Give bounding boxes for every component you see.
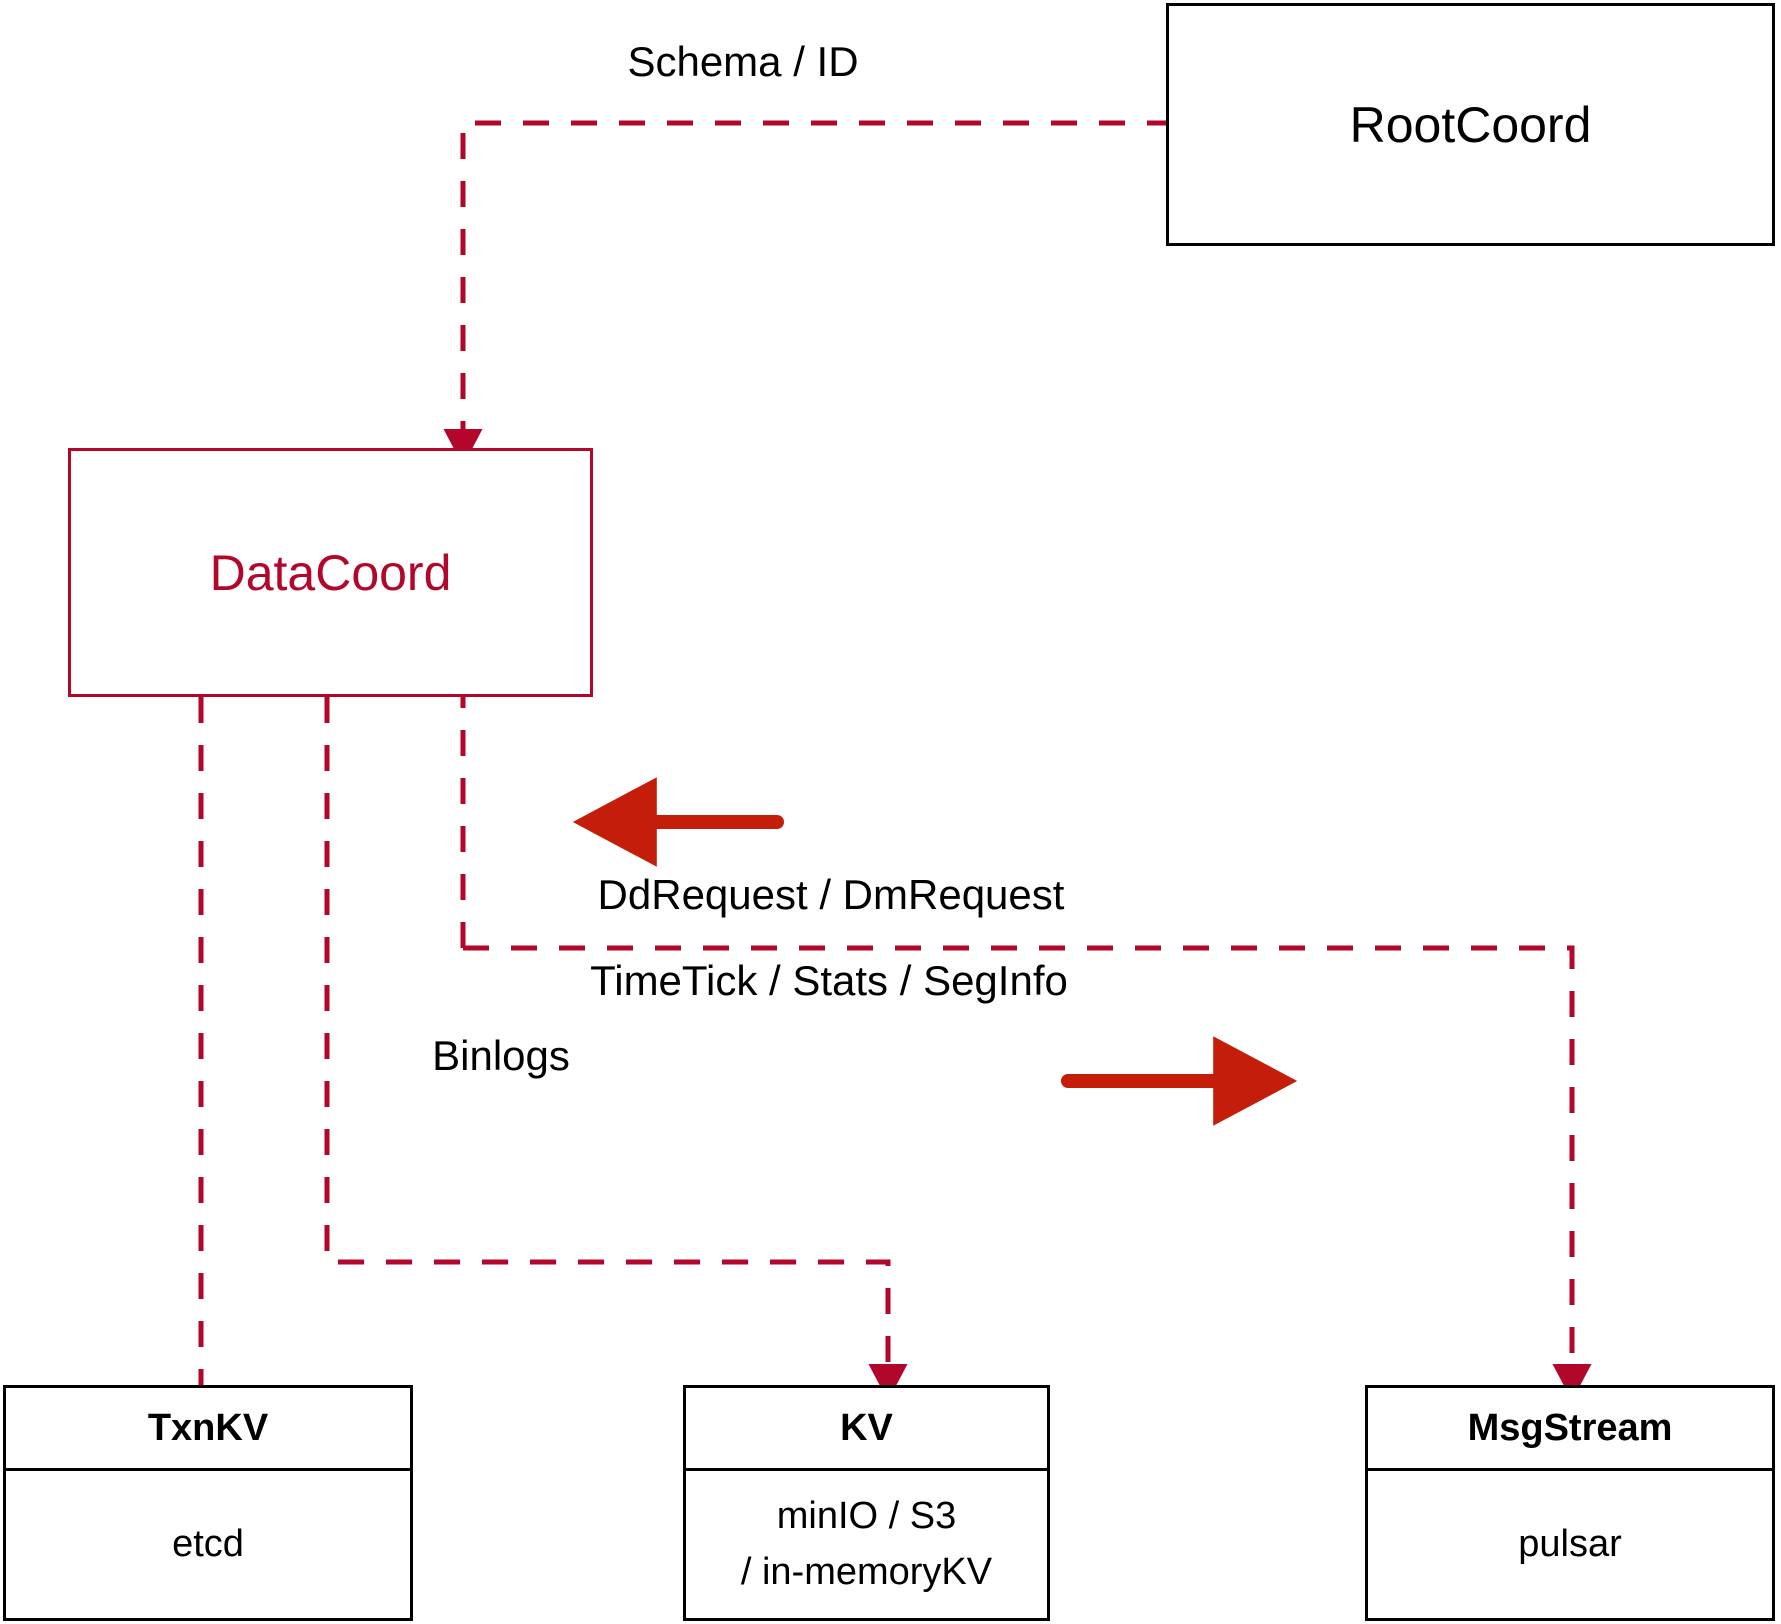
node-kv-sub-1: / in-memoryKV (740, 1550, 993, 1593)
edge-binlogs (324, 697, 908, 1401)
node-txnkv[interactable]: TxnKV etcd (3, 1385, 413, 1621)
edge-timetick-stats-seginfo (463, 945, 1592, 1401)
node-kv-title: KV (686, 1388, 1047, 1471)
edge-label-timetick-stats-seginfo: TimeTick / Stats / SegInfo (590, 957, 1068, 1004)
edge-label-binlogs: Binlogs (432, 1032, 570, 1079)
edge-label-ddrequest-dmrequest: DdRequest / DmRequest (597, 871, 1065, 918)
edge-label-schema-id: Schema / ID (627, 38, 859, 85)
node-datacoord[interactable]: DataCoord (68, 448, 593, 697)
node-kv-sub-0: minIO / S3 (776, 1495, 957, 1538)
node-txnkv-title: TxnKV (6, 1388, 410, 1471)
node-txnkv-sub-0: etcd (172, 1522, 244, 1565)
node-rootcoord-label: RootCoord (1349, 96, 1592, 153)
node-msgstream[interactable]: MsgStream pulsar (1365, 1385, 1775, 1621)
node-msgstream-title: MsgStream (1368, 1388, 1772, 1471)
edge-schema-id (443, 120, 1365, 466)
node-kv[interactable]: KV minIO / S3 / in-memoryKV (683, 1385, 1050, 1621)
node-datacoord-label: DataCoord (209, 544, 452, 601)
node-rootcoord[interactable]: RootCoord (1166, 3, 1775, 246)
node-msgstream-body: pulsar (1368, 1471, 1772, 1618)
node-txnkv-body: etcd (6, 1471, 410, 1618)
node-msgstream-sub-0: pulsar (1518, 1522, 1622, 1565)
node-kv-body: minIO / S3 / in-memoryKV (686, 1471, 1047, 1618)
